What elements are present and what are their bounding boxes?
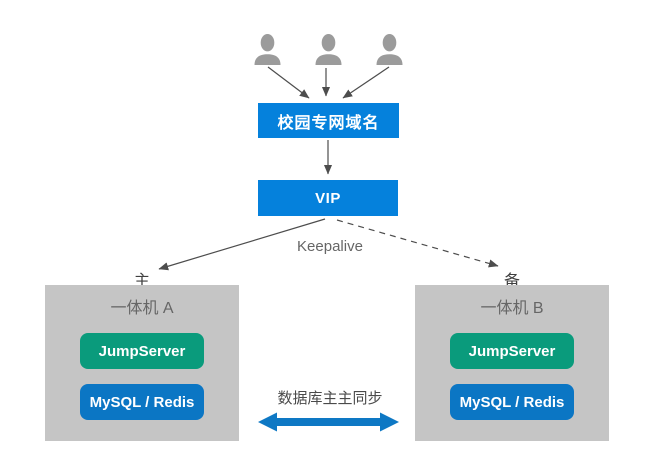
db-sync-label: 数据库主主同步 — [277, 390, 383, 407]
keepalive-standby-dashed-line — [336, 219, 499, 268]
node-a-container: 一体机 A JumpServer MySQL / Redis — [45, 285, 239, 441]
domain-box-label: 校园专网域名 — [277, 114, 380, 132]
node-a-mysql-redis-label: MySQL / Redis — [89, 393, 195, 411]
vip-box-label: VIP — [315, 189, 341, 207]
person-silhouette — [315, 34, 342, 65]
node-b-mysql-redis-box: MySQL / Redis — [450, 384, 574, 420]
node-a-jumpserver-box: JumpServer — [80, 333, 204, 369]
keepalive-label: Keepalive — [297, 238, 363, 255]
node-b-jumpserver-label: JumpServer — [468, 342, 556, 360]
node-b-container: 一体机 B JumpServer MySQL / Redis — [415, 285, 609, 441]
user-icon — [254, 34, 281, 65]
node-a-jumpserver-label: JumpServer — [98, 342, 186, 360]
node-a-title: 一体机 A — [110, 300, 174, 317]
node-a-mysql-redis-box: MySQL / Redis — [80, 384, 204, 420]
node-b-title: 一体机 B — [480, 300, 544, 317]
user3-to-domain-arrow — [342, 66, 390, 99]
person-silhouette — [376, 34, 403, 65]
vip-box: VIP — [258, 180, 398, 216]
user-icon — [315, 34, 342, 65]
node-b-jumpserver-box: JumpServer — [450, 333, 574, 369]
node-b-mysql-redis-label: MySQL / Redis — [459, 393, 565, 411]
db-sync-double-arrow-icon — [258, 412, 399, 432]
user1-to-domain-arrow — [267, 66, 310, 99]
user-icon — [376, 34, 403, 65]
connector-lines — [158, 66, 499, 271]
person-silhouette — [254, 34, 281, 65]
keepalive-primary-line — [158, 218, 326, 271]
domain-box: 校园专网域名 — [258, 103, 399, 138]
